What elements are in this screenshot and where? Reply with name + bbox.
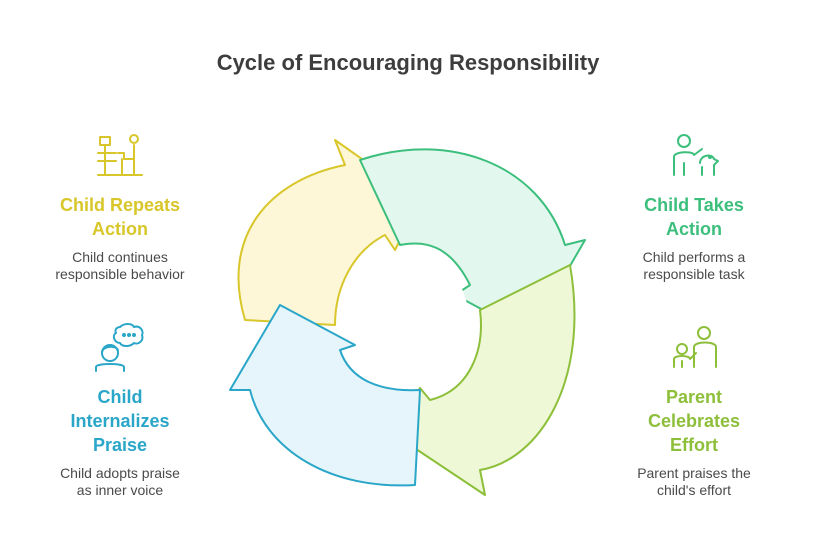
child-with-pet-icon	[673, 134, 719, 176]
page-title: Cycle of Encouraging Responsibility	[216, 50, 600, 75]
step-description: Child continues responsible behavior	[55, 249, 185, 282]
step-child-internalizes-praise: Child Internalizes Praise Child adopts p…	[38, 385, 202, 499]
step-child-repeats-action: Child Repeats Action Child continues res…	[40, 193, 200, 283]
cycle-center	[348, 255, 468, 375]
cycle-arrow-lime	[394, 264, 576, 496]
step-heading: Child Internalizes Praise	[70, 387, 170, 455]
parent-and-child-icon	[673, 326, 717, 368]
cycle-arrow-blue	[229, 304, 421, 487]
step-child-takes-action: Child Takes Action Child performs a resp…	[612, 193, 776, 283]
child-thinking-icon	[95, 323, 144, 372]
step-heading: Child Repeats Action	[59, 195, 181, 239]
step-parent-celebrates-effort: Parent Celebrates Effort Parent praises …	[612, 385, 776, 499]
child-at-desk-icon	[97, 134, 143, 176]
step-description: Child performs a responsible task	[642, 249, 746, 282]
step-description: Parent praises the child's effort	[637, 465, 751, 498]
step-heading: Parent Celebrates Effort	[647, 387, 741, 455]
step-heading: Child Takes Action	[644, 195, 744, 239]
step-description: Child adopts praise as inner voice	[60, 465, 180, 498]
